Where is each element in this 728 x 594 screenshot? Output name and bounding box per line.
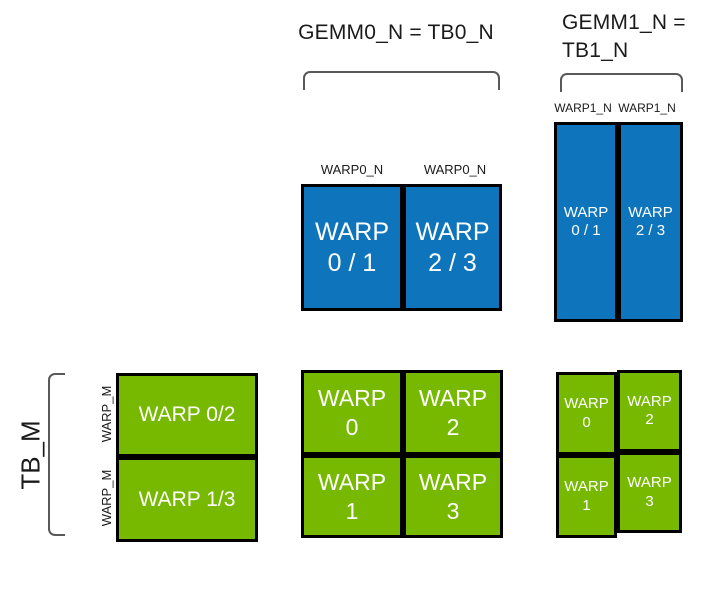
tile-label-line1: WARP (418, 385, 488, 412)
warp-tile-mid-1: WARP 1 (301, 455, 403, 538)
warp-tile-right-0: WARP 0 (556, 372, 617, 455)
tile-label-line1: WARP (627, 474, 672, 492)
warp1-n-label-right: WARP1_N (618, 101, 676, 115)
gemm0-n-title: GEMM0_N = TB0_N (298, 21, 494, 44)
warp-tile-mid-2: WARP 2 (403, 370, 503, 455)
warp-tile-gemm1-accum-23: WARP 2 / 3 (618, 122, 683, 322)
tile-label-line1: WARP (628, 203, 673, 221)
tile-label-line2: 0 (582, 413, 591, 431)
warp-tile-mid-3: WARP 3 (403, 455, 503, 538)
warp-m-label-bottom: WARP_M (98, 469, 114, 527)
tile-label-line2: 2 (645, 411, 654, 428)
tile-label-line2: 2 (446, 413, 460, 440)
tile-label-line1: WARP (418, 469, 488, 496)
tile-label: WARP 1/3 (138, 487, 236, 511)
gemm0-n-bracket (303, 71, 500, 90)
tile-label-line1: WARP (564, 395, 609, 413)
tile-label-line2: 0 / 1 (327, 248, 377, 277)
warp0-n-label-right: WARP0_N (423, 161, 487, 177)
warp-tile-gemm0-accum-23: WARP 2 / 3 (403, 184, 502, 311)
gemm1-n-title-line1: GEMM1_N = (562, 11, 686, 34)
tb-m-bracket (48, 373, 65, 536)
warp-tile-gemm0-accum-01: WARP 0 / 1 (301, 184, 403, 311)
tile-label-line2: 3 (446, 497, 460, 524)
tile-label-line2: 0 / 1 (571, 222, 601, 239)
tile-label-line1: WARP (415, 218, 490, 246)
tile-label-line2: 3 (645, 492, 654, 510)
warp-tile-gemm1-accum-01: WARP 0 / 1 (554, 122, 618, 322)
tile-label: WARP 0/2 (138, 403, 236, 427)
warp-tile-right-1: WARP 1 (556, 455, 617, 538)
tile-label-line1: WARP (563, 203, 609, 221)
tile-label-line2: 2 / 3 (428, 248, 477, 277)
warp0-n-label-left: WARP0_N (320, 161, 384, 177)
warp-tile-mid-0: WARP 0 (301, 370, 403, 455)
tile-label-line2: 2 / 3 (635, 222, 666, 239)
gemm1-n-title: GEMM1_N = TB1_N (562, 9, 712, 65)
warp-m-label-top: WARP_M (98, 385, 114, 443)
tile-label-line1: WARP (317, 469, 387, 496)
warp-tile-right-2: WARP 2 (617, 370, 682, 452)
tile-label-line1: WARP (564, 478, 609, 496)
gemm1-n-bracket (560, 73, 683, 92)
warp-tile-right-3: WARP 3 (617, 452, 682, 533)
warp1-n-label-left: WARP1_N (554, 101, 612, 115)
tile-label-line1: WARP (314, 218, 390, 246)
tile-label-line1: WARP (317, 385, 387, 412)
tile-label-line1: WARP (627, 392, 672, 410)
tile-label-line2: 1 (582, 496, 591, 514)
warp-tile-left-02: WARP 0/2 (116, 373, 258, 457)
tile-label-line2: 1 (345, 497, 359, 524)
tb-m-axis-label: TB_M (15, 420, 45, 490)
warp-tile-left-13: WARP 1/3 (116, 457, 258, 542)
tile-label-line2: 0 (345, 413, 359, 440)
gemm1-n-title-line2: TB1_N (562, 38, 629, 62)
